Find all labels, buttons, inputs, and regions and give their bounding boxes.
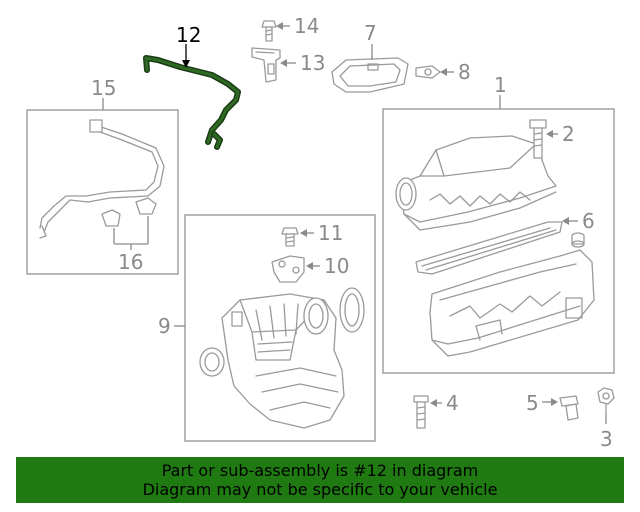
part-5-fitting[interactable] xyxy=(559,395,579,421)
info-banner: Part or sub-assembly is #12 in diagram D… xyxy=(16,457,624,503)
part-14-bolt[interactable] xyxy=(261,20,277,42)
group-box-1 xyxy=(382,108,615,374)
part-8-clip[interactable] xyxy=(415,65,441,79)
part-2-bolt[interactable] xyxy=(529,119,547,159)
callout-9[interactable]: 9 xyxy=(158,314,171,338)
group-box-9 xyxy=(184,214,376,442)
callout-15[interactable]: 15 xyxy=(91,76,116,100)
part-6-filter[interactable] xyxy=(415,221,563,275)
callout-6[interactable]: 6 xyxy=(582,209,595,233)
callout-16[interactable]: 16 xyxy=(118,250,143,274)
part-11-bolt[interactable] xyxy=(281,227,299,247)
callout-11[interactable]: 11 xyxy=(318,221,343,245)
part-12-hose[interactable] xyxy=(143,55,241,150)
part-1-air-cleaner-upper[interactable] xyxy=(395,135,557,231)
part-16-clips[interactable] xyxy=(101,197,157,227)
part-9-clamp-ring[interactable] xyxy=(339,287,365,333)
callout-12[interactable]: 12 xyxy=(176,23,201,47)
callout-3[interactable]: 3 xyxy=(600,427,613,451)
part-15-hose[interactable] xyxy=(39,119,165,239)
part-9-resonator[interactable] xyxy=(221,293,345,429)
callout-10[interactable]: 10 xyxy=(324,254,349,278)
callout-5[interactable]: 5 xyxy=(526,391,539,415)
part-3-nut[interactable] xyxy=(597,387,615,415)
banner-line-2: Diagram may not be specific to your vehi… xyxy=(142,480,498,499)
callout-1[interactable]: 1 xyxy=(494,73,507,97)
part-13-sensor[interactable] xyxy=(251,47,281,83)
callout-4[interactable]: 4 xyxy=(446,391,459,415)
part-10-bracket[interactable] xyxy=(271,255,305,283)
part-grommet[interactable] xyxy=(571,232,585,248)
part-9-seal-ring[interactable] xyxy=(199,347,225,377)
callout-13[interactable]: 13 xyxy=(300,51,325,75)
callout-14[interactable]: 14 xyxy=(294,14,319,38)
callout-8[interactable]: 8 xyxy=(458,60,471,84)
callout-2[interactable]: 2 xyxy=(562,122,575,146)
part-4-bolt[interactable] xyxy=(413,395,429,429)
group-box-15 xyxy=(26,109,179,275)
callout-7[interactable]: 7 xyxy=(364,21,377,45)
part-7-duct[interactable] xyxy=(331,57,409,93)
banner-line-1: Part or sub-assembly is #12 in diagram xyxy=(161,461,479,480)
part-1-air-cleaner-lower[interactable] xyxy=(429,249,595,357)
